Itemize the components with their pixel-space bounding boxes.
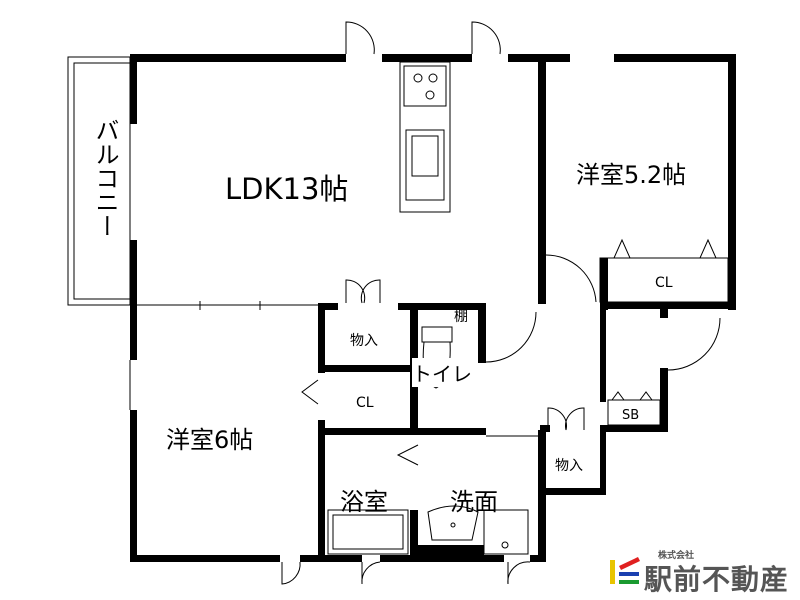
logo-company-type: 株式会社 xyxy=(658,551,695,561)
room-label-storage-2: 物入 xyxy=(555,458,583,474)
room-label-shelf: 棚 xyxy=(454,309,468,325)
logo-company-name: 駅前不動産 xyxy=(644,563,790,596)
room-label-western-5-2: 洋室5.2帖 xyxy=(576,161,687,189)
room-label-toilet: トイレ xyxy=(412,358,472,387)
room-label-shoe-box: SB xyxy=(622,408,640,423)
room-label-closet-2: CL xyxy=(655,275,673,291)
room-label-closet-1: CL xyxy=(356,395,374,411)
room-label-bath: 浴室 xyxy=(340,488,388,516)
logo-mark-icon xyxy=(610,557,640,584)
company-logo: 株式会社 駅前不動産 xyxy=(608,548,798,596)
room-label-western-6: 洋室6帖 xyxy=(166,426,254,454)
room-label-balcony: バルコニー xyxy=(91,118,119,238)
room-label-ldk: LDK13帖 xyxy=(225,172,349,206)
room-label-storage-1: 物入 xyxy=(350,333,378,349)
room-label-washroom: 洗面 xyxy=(450,488,498,516)
